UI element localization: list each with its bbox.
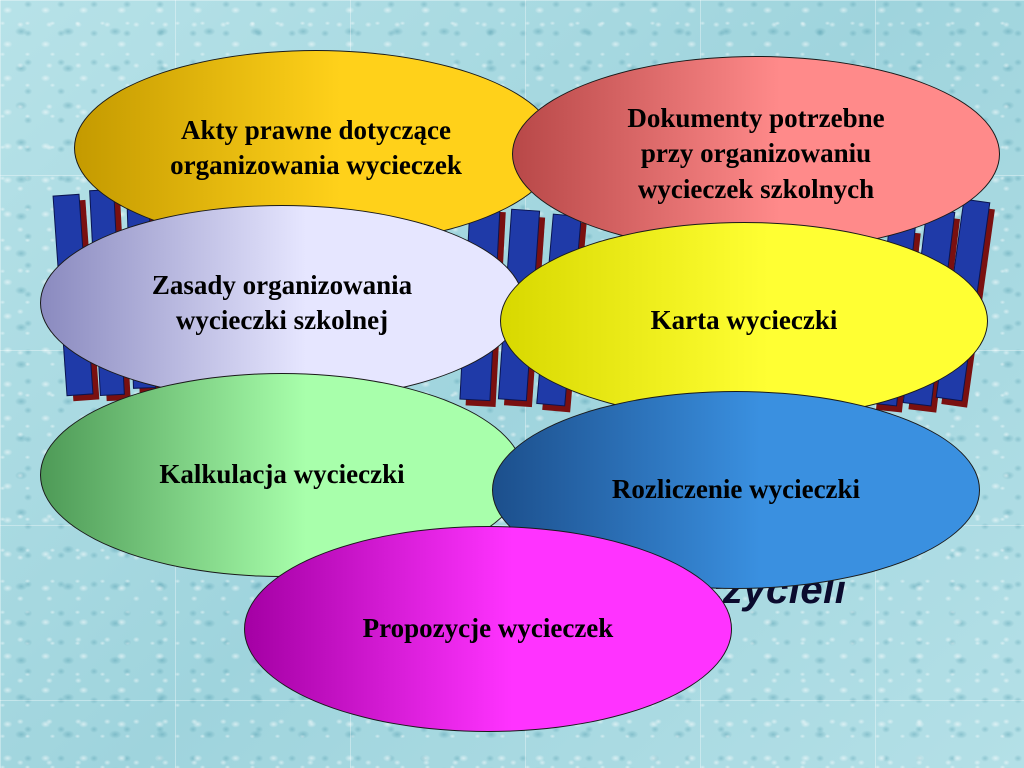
bubble-zasady[interactable]: Zasady organizowania wycieczki szkolnej xyxy=(40,205,524,401)
bubble-karta-wycieczki[interactable]: Karta wycieczki xyxy=(500,222,988,420)
bubble-label: Rozliczenie wycieczki xyxy=(611,474,861,505)
bubble-label: Akty prawne dotyczące organizowania wyci… xyxy=(170,114,462,180)
bubble-label: Karta wycieczki xyxy=(650,305,838,336)
bubble-label: Kalkulacja wycieczki xyxy=(159,459,405,490)
bubble-dokumenty[interactable]: Dokumenty potrzebne przy organizowaniu w… xyxy=(512,56,1000,252)
bubble-propozycje[interactable]: Propozycje wycieczek xyxy=(244,526,732,732)
bubble-label: Zasady organizowania wycieczki szkolnej xyxy=(151,269,413,335)
bubble-label: Propozycje wycieczek xyxy=(362,613,614,644)
bubble-label: Dokumenty potrzebne przy organizowaniu w… xyxy=(627,103,885,204)
